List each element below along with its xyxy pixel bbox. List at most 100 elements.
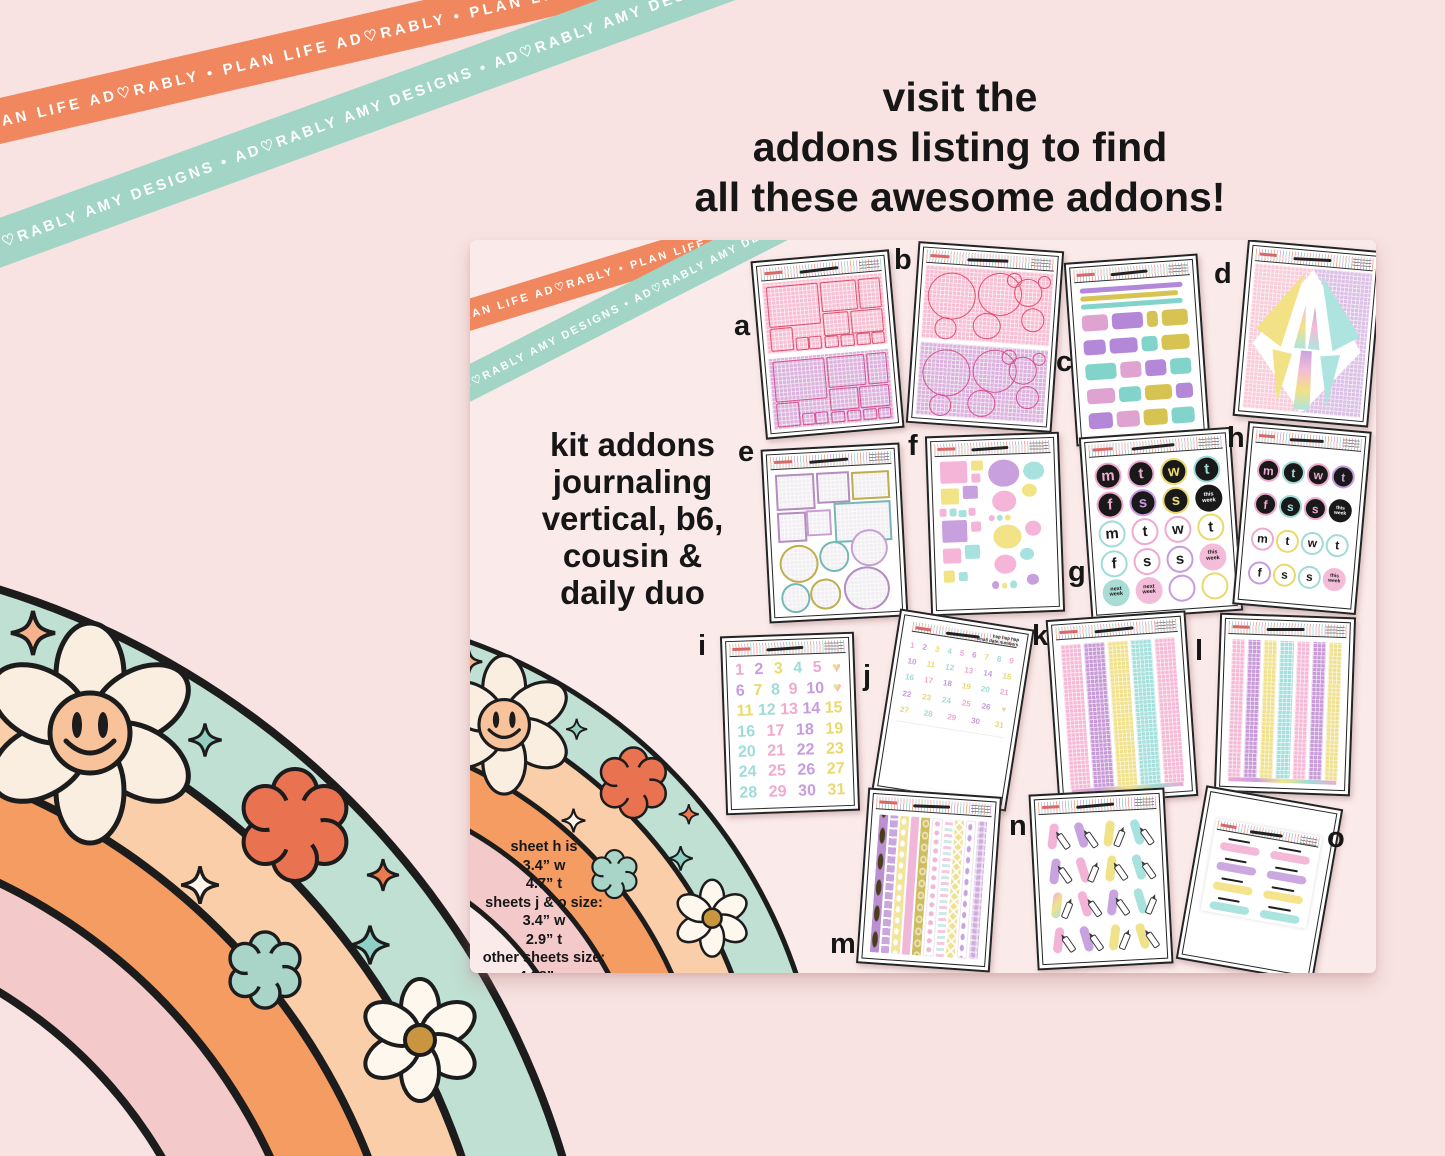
date-number: 21 — [767, 742, 786, 760]
kit-title-line: daily duo — [560, 574, 705, 611]
sticker-sheet-b — [905, 241, 1065, 433]
weekday-circle: next week — [1134, 575, 1164, 605]
date-number: 1 — [909, 640, 916, 650]
weekday-circle: s — [1296, 564, 1322, 590]
date-number: 17 — [923, 675, 934, 686]
date-number: 8 — [996, 653, 1003, 664]
date-number: 14 — [982, 668, 993, 679]
sheet-label-d: d — [1214, 258, 1232, 290]
size-note-line: 3.4” w — [522, 913, 566, 929]
weekday-circle: f — [1253, 492, 1278, 518]
weekday-circle: s — [1161, 486, 1191, 516]
weekday-circle: w — [1159, 457, 1189, 487]
date-number: 22 — [901, 688, 913, 699]
size-note-line: 4.7” t — [525, 876, 563, 892]
date-number: 12 — [944, 662, 955, 673]
sticker-sheet-m — [856, 787, 1002, 973]
sheet-label-j: j — [863, 660, 872, 692]
date-number: 26 — [981, 701, 992, 712]
sheet-header — [934, 440, 1051, 458]
flower-icon — [228, 930, 302, 1010]
sheet-header — [1228, 620, 1347, 639]
date-number: 15 — [824, 699, 843, 717]
sheet-label-g: g — [1068, 556, 1086, 588]
date-number: 16 — [904, 672, 915, 683]
sparkle-icon — [180, 865, 220, 905]
date-number: 23 — [921, 691, 932, 702]
weekday-circle: f — [1099, 549, 1129, 578]
sticker-sheet-c — [1063, 253, 1211, 447]
date-number: 11 — [736, 702, 754, 720]
weekday-circle: f — [1095, 490, 1125, 520]
date-number: 7 — [983, 651, 990, 662]
date-number: 31 — [994, 719, 1005, 730]
kit-title-line: vertical, b6, — [541, 500, 724, 537]
date-number: 8 — [770, 681, 781, 699]
weekday-circle: w — [1305, 462, 1331, 488]
date-number: 25 — [767, 762, 787, 781]
weekday-circle: next week — [1101, 578, 1131, 607]
date-number: 4 — [793, 659, 803, 678]
sticker-sheet-o — [1175, 785, 1344, 973]
date-number: 27 — [899, 704, 910, 715]
date-number: 2 — [754, 661, 764, 679]
date-number: 10 — [806, 679, 825, 698]
headline-line: visit the — [882, 74, 1038, 120]
date-number: 15 — [1001, 671, 1012, 682]
sticker-sheet-f — [924, 431, 1066, 617]
date-number: 12 — [757, 701, 777, 720]
date-number: 14 — [802, 700, 821, 718]
date-number: 19 — [825, 719, 844, 738]
sheet-label-m: m — [830, 928, 856, 960]
sticker-sheet-k — [1045, 610, 1199, 806]
daisy-icon — [363, 977, 477, 1103]
date-number: 22 — [796, 741, 815, 759]
date-number: 11 — [926, 659, 936, 670]
sticker-sheet-l — [1213, 612, 1357, 797]
size-note-line: 3.4” w — [522, 857, 566, 874]
sheet-label-l: l — [1195, 635, 1204, 667]
date-number: 25 — [961, 697, 972, 709]
date-number: 9 — [788, 680, 798, 698]
sheet-label-a: a — [734, 310, 751, 342]
date-number: 30 — [797, 781, 817, 800]
date-number: 24 — [941, 694, 952, 706]
kit-title: kit addons journaling vertical, b6, cous… — [525, 426, 740, 611]
date-number: 20 — [980, 684, 991, 695]
sheet-label-b: b — [894, 244, 912, 276]
weekday-circle: this week — [1321, 566, 1347, 592]
weekday-circle: t — [1324, 532, 1350, 558]
weekday-circle: w — [1299, 530, 1325, 556]
date-number: 6 — [971, 650, 978, 660]
weekday-circle — [1167, 573, 1197, 603]
date-number: 3 — [773, 660, 784, 678]
sticker-sheet-d — [1232, 240, 1376, 428]
weekday-circle — [1200, 571, 1230, 601]
date-number: 7 — [753, 681, 763, 699]
weekday-circle: s — [1272, 562, 1297, 588]
weekday-circle: m — [1256, 458, 1281, 484]
weekday-circle: s — [1165, 544, 1195, 574]
date-number: 26 — [797, 761, 816, 780]
weekday-circle: t — [1274, 528, 1300, 554]
weekday-circle: w — [1163, 515, 1193, 545]
sparkle-icon — [10, 610, 56, 656]
rainbow-heart-icon: ♥ — [831, 659, 842, 677]
weekday-circle: s — [1277, 494, 1303, 520]
weekday-circle: t — [1130, 517, 1160, 547]
date-number: 31 — [827, 780, 846, 799]
date-number: 13 — [963, 665, 974, 676]
sticker-sheet-n — [1028, 787, 1174, 971]
weekday-circle: t — [1196, 513, 1226, 542]
